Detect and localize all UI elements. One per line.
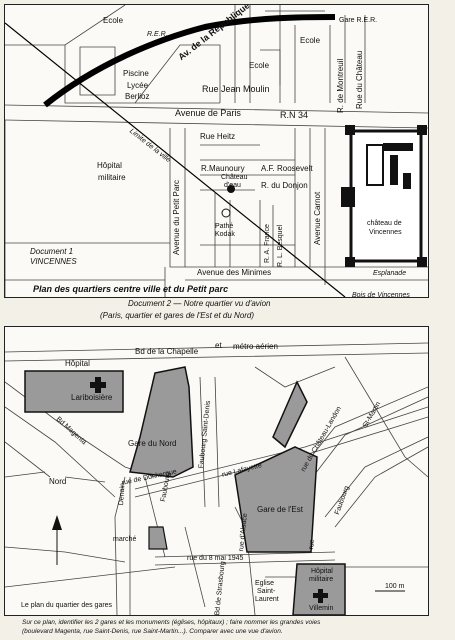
label-lariboisiere: Lariboisière (71, 393, 113, 402)
town-limit-line (5, 22, 346, 297)
label-ecole-1: Ecole (103, 16, 124, 25)
label-laurent: Laurent (255, 596, 279, 603)
label-hopital-1: Hôpital (65, 359, 90, 368)
label-marche: marché (113, 536, 137, 543)
label-plan-gares: Le plan du quartier des gares (21, 602, 113, 609)
map1-title: Plan des quartiers centre ville et du Pe… (33, 284, 229, 294)
label-esplanade: Esplanade (373, 270, 407, 277)
footer-line-1: Sur ce plan, identifier les 2 gares et l… (22, 619, 321, 626)
caption-document-2-sub: (Paris, quartier et gares de l'Est et du… (100, 311, 255, 320)
label-militaire-2: militaire (309, 576, 334, 583)
label-rue-8-mai: rue du 8 mai 1945 (187, 555, 244, 562)
marche-block (148, 526, 168, 550)
label-ecole-3: Ecole (249, 61, 270, 70)
label-roosevelt: A.F. Roosevelt (261, 164, 313, 173)
caption-document-2: Document 2 — Notre quartier vu d'avion (128, 299, 271, 308)
footer-line-2: (boulevard Magenta, rue Saint-Denis, rue… (22, 628, 283, 635)
label-berlioz: Berlioz (125, 92, 150, 101)
label-bd-chapelle: Bd de la Chapelle (135, 347, 199, 356)
label-militaire: militaire (98, 173, 126, 182)
label-chateau-vincennes-1: château de (367, 220, 402, 227)
label-et: et (215, 341, 222, 350)
gare-de-l-est-block (234, 446, 318, 553)
label-denain: Denain (117, 482, 127, 506)
label-saint: Saint- (257, 588, 276, 595)
lariboisiere-block (24, 370, 124, 413)
label-piscine: Piscine (123, 69, 149, 78)
hospital-cross-icon (90, 377, 328, 603)
label-rue-chateau: Rue du Château (355, 50, 364, 109)
label-document-1: Document 1 (30, 247, 74, 256)
pathe-kodak-marker (221, 208, 231, 218)
label-chateau-vincennes-2: Vincennes (369, 229, 402, 236)
label-av-petit-parc: Avenue du Petit Parc (172, 179, 181, 255)
label-gare-est: Gare de l'Est (257, 505, 303, 514)
label-chateau-eau-2: d'eau (224, 182, 241, 189)
chateau-vincennes-shape (341, 125, 427, 267)
label-villemin: Villemin (309, 605, 334, 612)
vincennes-streets (5, 5, 428, 297)
label-maunoury: R.Maunoury (201, 164, 245, 173)
label-vincennes: VINCENNES (30, 257, 77, 266)
label-ecole-2: Ecole (300, 36, 321, 45)
gares-streets (5, 342, 428, 615)
label-scale: 100 m (385, 583, 405, 590)
label-gare-nord: Gare du Nord (128, 439, 177, 448)
label-lycee: Lycée (127, 81, 149, 90)
label-hopital-2: Hôpital (311, 568, 333, 575)
label-france: R. A. France (264, 224, 271, 263)
label-rue: rue (307, 539, 317, 550)
label-eglise: Eglise (255, 580, 275, 587)
label-jean-moulin: Rue Jean Moulin (202, 84, 270, 94)
label-nord: Nord (49, 477, 67, 486)
water-tower-marker (227, 185, 235, 193)
label-rer: R.E.R. (147, 31, 168, 38)
label-hopital: Hôpital (97, 161, 122, 170)
label-rue-heitz: Rue Heitz (200, 132, 236, 141)
label-rue-montreuil: R. de Montreuil (336, 58, 345, 113)
label-av-paris: Avenue de Paris (175, 108, 241, 118)
label-minimes: Avenue des Minimes (197, 268, 272, 277)
label-bois-vincennes: Bois de Vincennes (352, 292, 410, 299)
label-pathe: Pathé (215, 223, 234, 230)
label-gare-rer: Gare R.E.R. (339, 17, 378, 24)
label-av-carnot: Avenue Carnot (313, 191, 322, 245)
label-metro: métro aérien (233, 342, 278, 351)
label-kodak: Kodak (215, 231, 235, 238)
label-besquel: R. L. Besquel (277, 224, 284, 267)
gare-du-nord-block (129, 366, 194, 478)
label-chateau-eau-1: Château (221, 174, 248, 181)
north-arrow-icon (52, 515, 62, 565)
vincennes-map: Ecole R.E.R. Gare R.E.R. Ecole Ecole Pis… (4, 4, 429, 298)
gares-map: Bd de la Chapelle et métro aérien Hôpita… (4, 326, 429, 616)
label-donjon: R. du Donjon (261, 181, 308, 190)
rer-railway (43, 14, 336, 108)
rail-tracks-block (272, 380, 308, 449)
label-rn34: R.N 34 (280, 110, 309, 120)
